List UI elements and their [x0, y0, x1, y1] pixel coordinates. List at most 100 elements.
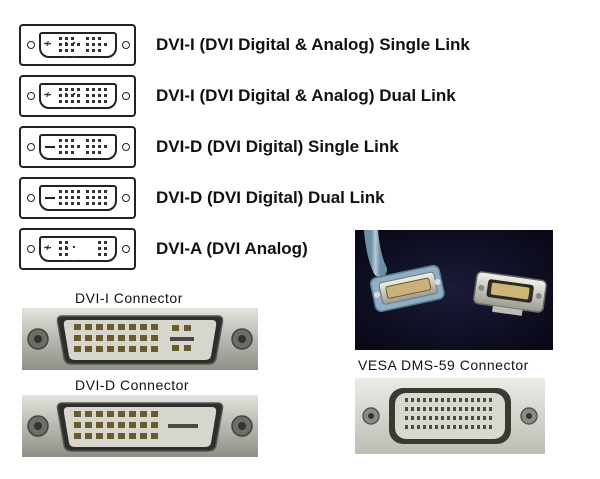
right-screw-icon — [122, 41, 130, 49]
pin — [92, 151, 95, 154]
photo-pin — [85, 411, 92, 417]
pin — [92, 190, 95, 193]
photo-pin — [465, 407, 468, 411]
right-screw-icon — [122, 92, 130, 100]
photo-pin — [459, 425, 462, 429]
photo-pin — [489, 416, 492, 420]
photo-pin — [85, 335, 92, 341]
pin — [98, 202, 101, 205]
pin — [92, 49, 95, 52]
pin — [59, 241, 62, 244]
pin — [65, 37, 68, 40]
pin — [86, 37, 89, 40]
photo-pin — [447, 407, 450, 411]
photo-pin — [140, 324, 147, 330]
pin — [92, 196, 95, 199]
photo-pin — [411, 398, 414, 402]
pin — [92, 94, 95, 97]
photo-pin — [471, 425, 474, 429]
photo-pin — [96, 335, 103, 341]
photo-pin — [140, 346, 147, 352]
photo-pin — [429, 398, 432, 402]
pin — [104, 190, 107, 193]
analog-blade-icon: ≁ — [43, 242, 52, 254]
pin — [71, 139, 74, 142]
pin — [92, 43, 95, 46]
pin — [77, 196, 80, 199]
pin — [59, 253, 62, 256]
dvi-d-connector-photo — [22, 395, 258, 457]
photo-pin — [489, 407, 492, 411]
left-screw-icon — [27, 92, 35, 100]
photo-pin — [118, 335, 125, 341]
left-screw-icon — [27, 143, 35, 151]
photo-pin — [471, 416, 474, 420]
photo-pin — [489, 425, 492, 429]
pin — [59, 151, 62, 154]
pin — [59, 139, 62, 142]
photo-pin — [405, 425, 408, 429]
photo-pin — [74, 335, 81, 341]
photo-pin — [465, 398, 468, 402]
photo-pin — [453, 416, 456, 420]
photo-pin — [459, 416, 462, 420]
pin — [98, 88, 101, 91]
pin — [77, 145, 80, 148]
connector-diagram-i-dual: ≁ — [19, 75, 136, 117]
pin — [65, 253, 68, 256]
pin — [59, 88, 62, 91]
photo-pin — [151, 411, 158, 417]
photo-pin — [107, 335, 114, 341]
photo-pin — [129, 335, 136, 341]
pin — [86, 43, 89, 46]
photo-pin — [118, 422, 125, 428]
photo-pin — [96, 411, 103, 417]
photo-pin — [151, 346, 158, 352]
pin — [77, 202, 80, 205]
pin — [59, 190, 62, 193]
pin — [65, 100, 68, 103]
pin — [77, 190, 80, 193]
analog-blade-icon: ≁ — [43, 38, 52, 50]
photo-pin — [429, 416, 432, 420]
pin — [71, 190, 74, 193]
pin — [92, 37, 95, 40]
pin — [92, 100, 95, 103]
photo-pin — [140, 422, 147, 428]
photo-pin — [435, 398, 438, 402]
dvi-d-caption: DVI-D Connector — [75, 377, 189, 393]
pin-grid — [59, 139, 111, 159]
photo-pin — [107, 433, 114, 439]
pin — [98, 94, 101, 97]
pin — [104, 94, 107, 97]
photo-pin — [435, 425, 438, 429]
photo-pin — [405, 407, 408, 411]
pin — [77, 43, 80, 46]
pin — [86, 151, 89, 154]
pin — [71, 94, 74, 97]
photo-pin — [441, 398, 444, 402]
photo-pin — [107, 346, 114, 352]
pin — [98, 247, 101, 250]
photo-pin — [423, 416, 426, 420]
photo-pin — [107, 411, 114, 417]
pin — [59, 196, 62, 199]
pin — [65, 94, 68, 97]
photo-pin — [483, 425, 486, 429]
photo-pin — [453, 425, 456, 429]
photo-pin — [96, 346, 103, 352]
photo-pin — [405, 398, 408, 402]
pin — [65, 247, 68, 250]
pin — [71, 145, 74, 148]
photo-pin — [435, 407, 438, 411]
photo-pin — [447, 398, 450, 402]
photo-pin — [417, 416, 420, 420]
pin — [59, 94, 62, 97]
connector-diagram-a-analog: ≁ — [19, 228, 136, 270]
pin — [98, 100, 101, 103]
right-screw-icon — [122, 194, 130, 202]
pin — [65, 202, 68, 205]
photo-pin — [453, 398, 456, 402]
photo-pin — [441, 416, 444, 420]
photo-pin — [411, 425, 414, 429]
